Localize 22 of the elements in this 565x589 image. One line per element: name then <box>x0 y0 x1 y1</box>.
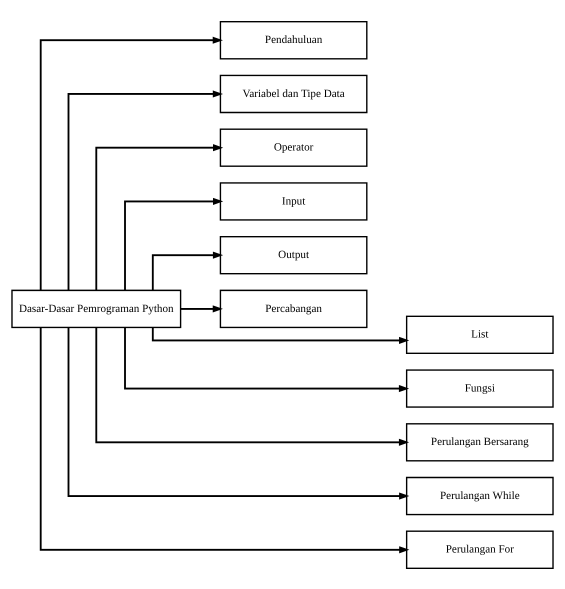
node-box: Output <box>220 235 368 274</box>
arrow <box>152 251 224 290</box>
arrow <box>124 327 410 392</box>
node-box: Pendahuluan <box>220 20 368 59</box>
arrow <box>40 327 410 553</box>
arrow <box>180 304 223 312</box>
arrow <box>95 144 224 290</box>
node-box: Dasar-Dasar Pemrograman Python <box>11 289 182 328</box>
node-box: Fungsi <box>406 368 554 408</box>
arrow <box>68 327 410 500</box>
node-box: Variabel dan Tipe Data <box>220 74 368 113</box>
arrow <box>124 197 224 290</box>
node-box: Perulangan For <box>406 530 554 568</box>
arrow <box>95 326 410 446</box>
node-box: List <box>406 315 554 354</box>
node-box: Perulangan While <box>406 476 554 515</box>
node-box: Input <box>220 182 368 220</box>
node-box: Perulangan Bersarang <box>406 422 554 462</box>
arrow <box>68 90 224 290</box>
arrow <box>40 36 223 290</box>
node-box: Percabangan <box>220 289 368 328</box>
node-box: Operator <box>220 128 368 166</box>
